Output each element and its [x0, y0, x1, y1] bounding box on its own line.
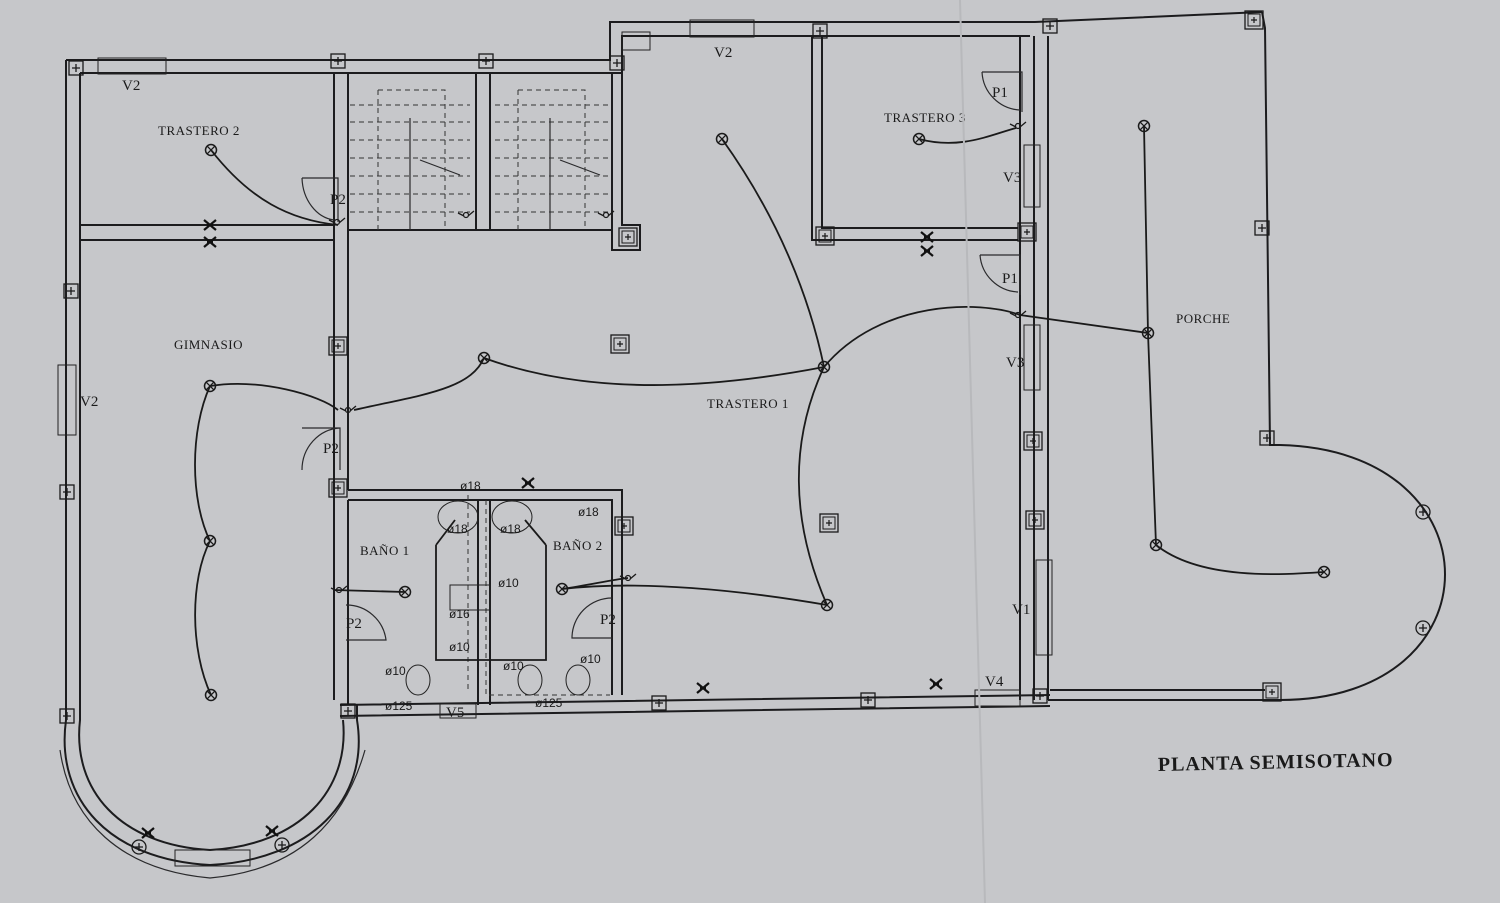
door-tag: P1: [1002, 271, 1018, 287]
room-label-porche: PORCHE: [1176, 311, 1230, 326]
light-point-icon: [204, 688, 218, 702]
window-tag: V2: [714, 45, 732, 61]
room-label-trastero2: TRASTERO 2: [158, 123, 240, 138]
light-point-icon: [203, 534, 217, 548]
labels: TRASTERO 2 TRASTERO 3 GIMNASIO TRASTERO …: [80, 45, 1394, 776]
light-point-icon: [715, 132, 729, 146]
pipe-diameter: ø18: [460, 479, 481, 493]
tv-outlet-icon: [520, 476, 536, 490]
light-point-icon: [912, 132, 926, 146]
room-label-gimnasio: GIMNASIO: [174, 337, 243, 352]
pipe-diameter: ø18: [447, 522, 468, 536]
socket-icon: [1025, 510, 1045, 530]
door-tag: P1: [992, 85, 1008, 101]
emergency-light-icon: [337, 535, 343, 547]
pipe-diameter: ø16: [449, 607, 470, 621]
emergency-light-icon: [337, 380, 343, 392]
emergency-light-icon: [82, 308, 88, 320]
socket-icon: [815, 226, 835, 246]
socket-icon: [1259, 430, 1275, 446]
pipe-diameter: ø18: [500, 522, 521, 536]
window-tag: V4: [985, 674, 1004, 690]
window-tag: V2: [80, 394, 98, 410]
window-tag: V3: [1006, 355, 1024, 371]
emergency-light-icon: [81, 460, 87, 472]
tv-outlet-icon: [202, 235, 218, 249]
socket-icon: [819, 513, 839, 533]
socket-icon: [1244, 10, 1264, 30]
room-label-bano2: BAÑO 2: [553, 538, 603, 553]
door-tag: P2: [330, 192, 346, 208]
socket-icon: [1017, 222, 1037, 242]
tv-outlet-icon: [928, 677, 944, 691]
emergency-light-icon: [351, 308, 357, 320]
socket-icon: [1262, 682, 1282, 702]
window-tag: V1: [1012, 602, 1030, 618]
tv-outlet-icon: [695, 681, 711, 695]
room-label-bano1: BAÑO 1: [360, 543, 410, 558]
socket-icon: [860, 692, 876, 708]
emergency-light-icon: [805, 127, 811, 139]
window-tag: V3: [1003, 170, 1021, 186]
pipe-diameter: ø125: [385, 699, 413, 713]
tv-outlet-icon: [919, 244, 935, 258]
socket-icon: [610, 334, 630, 354]
tv-outlet-icon: [264, 824, 280, 838]
pipe-diameter: ø18: [578, 505, 599, 519]
pipe-diameter: ø10: [385, 664, 406, 678]
socket-icon: [328, 478, 348, 498]
switch-icon: [1009, 121, 1027, 130]
socket-icon: [618, 227, 638, 247]
window-tag: V5: [446, 705, 464, 721]
socket-icon: [328, 336, 348, 356]
light-point-icon: [204, 143, 218, 157]
pipe-diameter: ø10: [503, 659, 524, 673]
door-tag: P2: [600, 612, 616, 628]
socket-icon: [651, 695, 667, 711]
door-tag: P2: [323, 441, 339, 457]
pipe-diameter: ø10: [449, 640, 470, 654]
paper-fold: [959, 0, 986, 903]
light-point-icon: [477, 351, 491, 365]
pipe-diameter: ø125: [535, 696, 563, 710]
room-label-trastero1: TRASTERO 1: [707, 396, 789, 411]
pipe-diameter: ø10: [580, 652, 601, 666]
walls: [57, 11, 1446, 879]
window-tag: V2: [122, 78, 140, 94]
pipe-diameter: ø10: [498, 576, 519, 590]
plan-title: PLANTA SEMISOTANO: [1158, 749, 1394, 776]
room-label-trastero3: TRASTERO 3: [884, 110, 966, 125]
socket-icon: [1023, 431, 1043, 451]
socket-icon: [614, 516, 634, 536]
door-tag: P2: [346, 616, 362, 632]
electrical-symbols: [59, 10, 1431, 855]
outdoor-socket-icon: [1415, 620, 1431, 636]
